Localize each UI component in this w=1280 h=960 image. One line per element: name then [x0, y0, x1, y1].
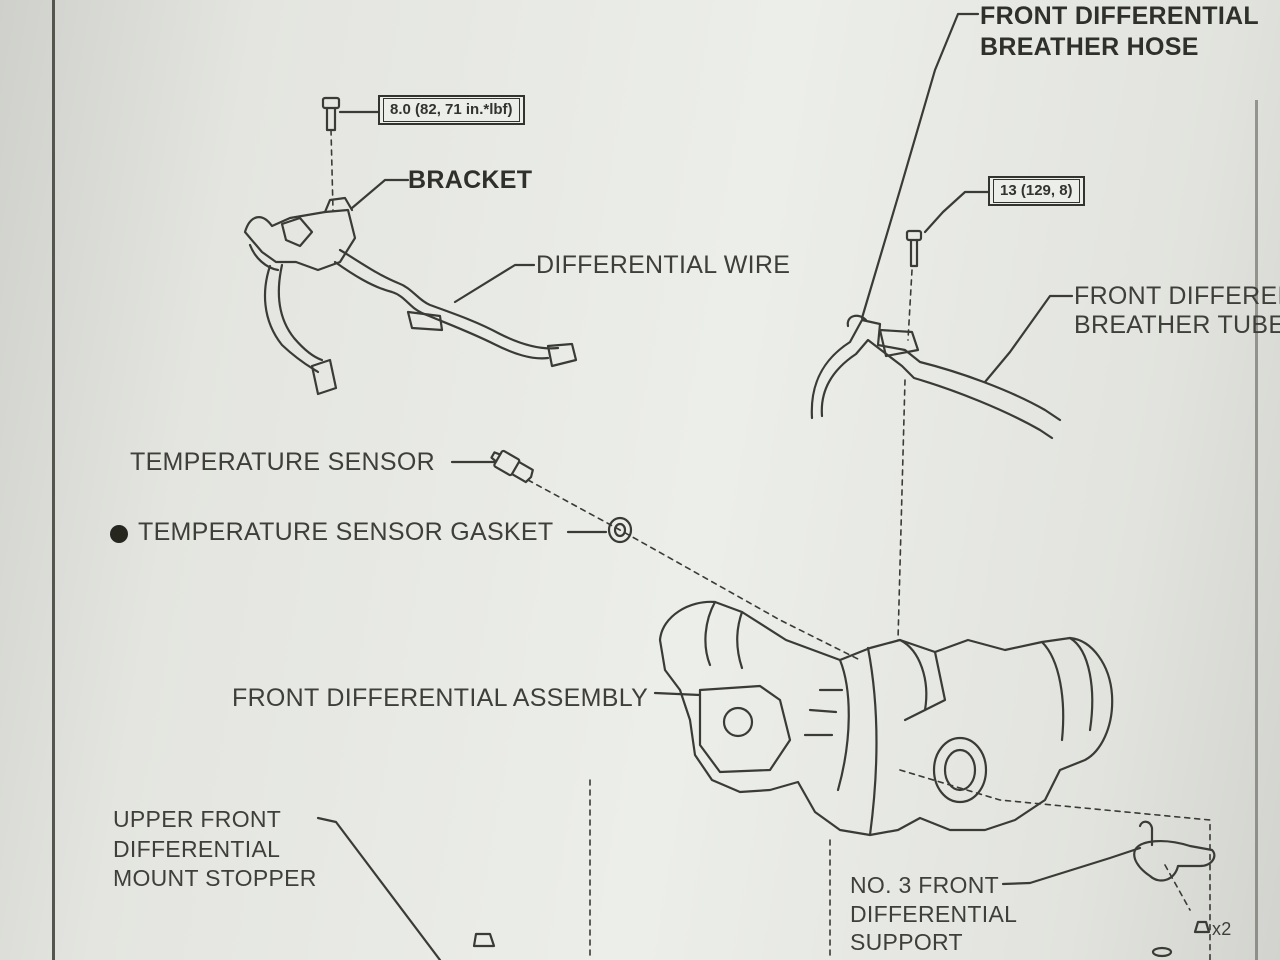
- diagram-frame-right-border: [1255, 100, 1258, 960]
- label-no3-front-differential-support-line1: NO. 3 FRONT: [850, 872, 999, 898]
- torque-value-bracket-bolt: 8.0 (82, 71 in.*lbf): [383, 98, 520, 122]
- differential-wire-harness: [243, 196, 578, 396]
- support-washer-icon: [1151, 946, 1173, 958]
- label-quantity-x2: x2: [1212, 919, 1232, 939]
- label-temperature-sensor-gasket: TEMPERATURE SENSOR GASKET: [138, 518, 554, 546]
- torque-spec-breather-tube-bolt: 13 (129, 8): [988, 176, 1085, 206]
- dash-support-right: [1164, 864, 1191, 911]
- dash-sensor-to-assembly: [527, 479, 861, 661]
- mount-stopper-nut-icon: [472, 932, 496, 948]
- support-nut-icon: [1193, 920, 1211, 934]
- label-no3-front-differential-support-line3: SUPPORT: [850, 929, 963, 955]
- leader-differential-wire: [453, 263, 536, 304]
- label-front-differential-breather-hose-line1: FRONT DIFFERENTIAL: [980, 2, 1259, 30]
- gasket-ring-icon: [607, 516, 633, 544]
- leader-breather-hose: [860, 12, 980, 320]
- label-bracket: BRACKET: [408, 166, 533, 194]
- dash-bolt-to-bracket: [330, 129, 334, 211]
- temperature-sensor-icon: [490, 449, 534, 484]
- non-reusable-part-bullet-icon: [110, 525, 128, 543]
- torque-value-breather-tube-bolt: 13 (129, 8): [993, 179, 1080, 203]
- leader-mount-stopper: [316, 816, 442, 960]
- label-front-differential-breather-hose-line2: BREATHER HOSE: [980, 33, 1199, 61]
- breather-tube: [810, 314, 1062, 440]
- label-front-differential-assembly: FRONT DIFFERENTIAL ASSEMBLY: [232, 684, 649, 712]
- label-upper-front-differential-mount-stopper-line1: UPPER FRONT: [113, 806, 282, 832]
- label-temperature-sensor: TEMPERATURE SENSOR: [130, 448, 435, 476]
- leader-torque-13: [923, 190, 990, 234]
- leader-bracket: [350, 178, 410, 210]
- bolt-icon: [321, 96, 341, 132]
- label-no3-front-differential-support-line2: DIFFERENTIAL: [850, 901, 1018, 927]
- leader-no3-support: [1001, 846, 1142, 886]
- leader-assembly: [653, 691, 702, 697]
- leader-breather-tube: [983, 294, 1074, 384]
- label-upper-front-differential-mount-stopper-line3: MOUNT STOPPER: [113, 865, 317, 891]
- bolt-icon: [905, 229, 923, 268]
- label-front-differential-breather-tube-line2: BREATHER TUBE: [1074, 311, 1280, 339]
- diagram-frame-left-border: [52, 0, 55, 960]
- dash-tube-to-assembly: [897, 379, 906, 641]
- front-differential-assembly-drawing: [658, 600, 1114, 837]
- torque-spec-bracket-bolt: 8.0 (82, 71 in.*lbf): [378, 95, 525, 125]
- label-upper-front-differential-mount-stopper-line2: DIFFERENTIAL: [113, 836, 281, 862]
- no3-front-differential-support-drawing: [1133, 820, 1216, 882]
- label-front-differential-breather-tube-line1: FRONT DIFFEREI: [1074, 282, 1280, 310]
- label-differential-wire: DIFFERENTIAL WIRE: [536, 251, 791, 279]
- dash-bolt-to-tube: [907, 269, 913, 341]
